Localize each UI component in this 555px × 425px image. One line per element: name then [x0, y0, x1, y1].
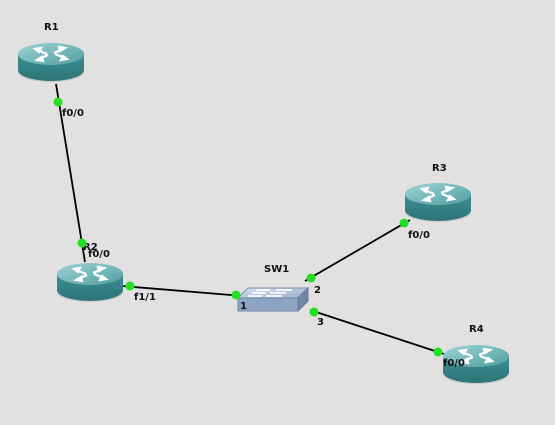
link-r2-sw1[interactable] — [121, 285, 244, 297]
port-label-r3-f0-0: f0/0 — [408, 230, 430, 241]
router-r1-label: R1 — [44, 22, 59, 33]
port-label-sw1-2: 2 — [314, 285, 321, 296]
router-r2-label: R2 — [83, 242, 98, 253]
link-sw1-r3[interactable] — [304, 219, 411, 282]
switch-sw1[interactable] — [237, 287, 309, 312]
port-label-sw1-3: 3 — [317, 317, 324, 328]
port-dot-sw1-1[interactable] — [231, 290, 241, 300]
router-r2[interactable] — [55, 261, 125, 304]
port-dot-r2-f1-1[interactable] — [125, 281, 135, 291]
port-label-r4-f0-0: f0/0 — [443, 358, 465, 369]
router-r1[interactable] — [16, 41, 86, 84]
port-dot-sw1-3[interactable] — [309, 307, 319, 317]
port-label-sw1-1: 1 — [240, 301, 247, 312]
port-dot-r2-f0-0[interactable] — [77, 238, 87, 248]
switch-sw1-label: SW1 — [264, 264, 289, 275]
router-r4-label: R4 — [469, 324, 484, 335]
router-r3[interactable] — [403, 181, 473, 224]
port-label-r2-f0-0: f0/0 — [88, 249, 110, 260]
port-label-r1-f0-0: f0/0 — [62, 108, 84, 119]
port-dot-r1-f0-0[interactable] — [53, 97, 63, 107]
router-r3-label: R3 — [432, 163, 447, 174]
link-r1-r2[interactable] — [55, 83, 86, 263]
port-dot-sw1-2[interactable] — [306, 273, 316, 283]
port-dot-r3-f0-0[interactable] — [399, 218, 409, 228]
link-sw1-r4[interactable] — [309, 309, 445, 355]
port-label-r2-f1-1: f1/1 — [134, 292, 156, 303]
port-dot-r4-f0-0[interactable] — [433, 347, 443, 357]
